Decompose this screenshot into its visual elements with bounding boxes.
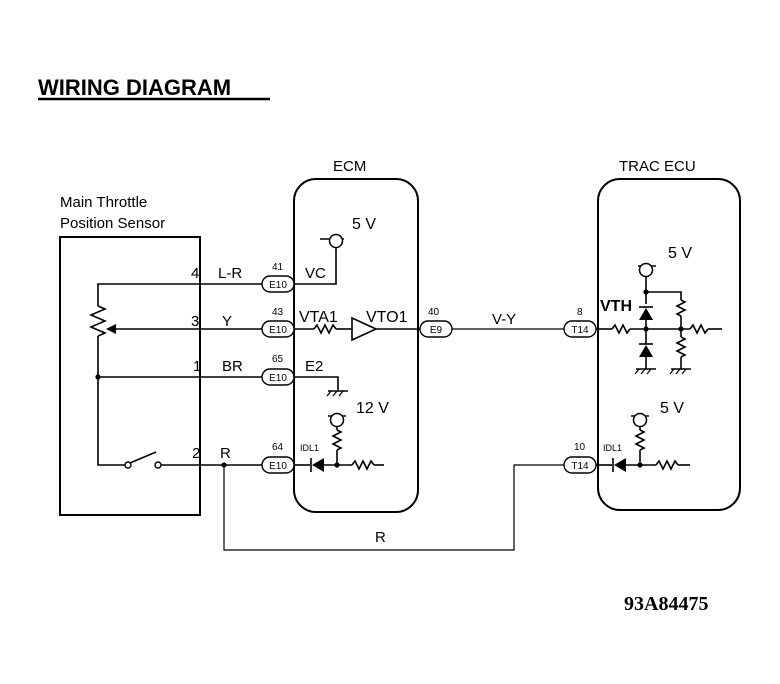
ecm-connector-40: 40 E9 (419, 307, 453, 338)
sensor-pin-number: 2 (192, 445, 200, 462)
wiper-arrow-icon (106, 324, 116, 334)
connector-pin-number: 41 (272, 262, 284, 273)
wire-color-label: BR (222, 358, 243, 375)
connector-pin-number: 43 (272, 307, 284, 318)
connector-code: T14 (571, 461, 589, 472)
ground-hatch (646, 368, 652, 375)
sensor-label-line1: Main Throttle (60, 194, 147, 211)
harness-wires (200, 283, 564, 551)
diagram-code: 93A84475 (624, 593, 708, 615)
ground-hatch (326, 390, 332, 397)
wire-r-return (223, 464, 564, 551)
clamp-diode-icon (639, 308, 653, 320)
ecm-connector-43: 43 E10 (261, 307, 295, 338)
signal-label-vc: VC (305, 265, 326, 282)
trac-connector-10: 10 T14 (563, 442, 597, 474)
ecm-connector-65: 65 E10 (261, 354, 295, 386)
ground-hatch (681, 368, 687, 375)
power-source-icon (638, 262, 654, 278)
trac-connector-8: 8 T14 (563, 307, 597, 338)
ground-hatch (332, 390, 338, 397)
trac-ecu-label: TRAC ECU (619, 158, 696, 175)
supply-voltage-label: 5 V (660, 400, 684, 417)
ground-hatch (669, 368, 675, 375)
idle-switch-lever (129, 451, 157, 464)
vc-line (294, 255, 337, 285)
ecm-label: ECM (333, 158, 366, 175)
sensor-pin-number: 3 (191, 313, 199, 330)
idl-pullup-resistor (634, 429, 646, 451)
junction-dot (95, 374, 101, 380)
signal-label-idl1: IDL1 (603, 443, 622, 453)
ground-hatch (675, 368, 681, 375)
vth-pullup-resistor (675, 299, 687, 317)
power-source-icon (632, 412, 648, 428)
link-wire-label: V-Y (492, 311, 516, 328)
supply-voltage-label: 5 V (668, 245, 692, 262)
trac-internal-circuit (596, 262, 722, 472)
idl-resistor (351, 459, 375, 471)
clamp-diode-icon (639, 345, 653, 357)
potentiometer-resistor (88, 305, 108, 337)
power-source-icon (328, 233, 344, 249)
e2-line (294, 376, 339, 390)
sensor-ground-line (97, 336, 125, 466)
sensor-pin-number: 4 (191, 265, 199, 282)
ecm-internal-circuit (294, 233, 420, 472)
connector-code: E10 (269, 461, 287, 472)
switch-contact (124, 461, 132, 469)
connector-pin-number: 65 (272, 354, 284, 365)
sensor-label-line2: Position Sensor (60, 215, 165, 232)
signal-label-idl1: IDL1 (300, 443, 319, 453)
signal-label-vto1: VTO1 (366, 309, 408, 326)
diode-icon (312, 458, 324, 472)
sensor-vc-line (97, 283, 200, 306)
wire-color-label: L-R (218, 265, 242, 282)
ground-hatch (634, 368, 640, 375)
page-title: WIRING DIAGRAM (38, 75, 231, 100)
vth-series-resistor (689, 323, 709, 335)
diode-icon (614, 458, 626, 472)
vth-pulldown-resistor (675, 336, 687, 358)
vta1-resistor (313, 323, 337, 335)
switch-contact (154, 461, 162, 469)
wire-color-label: Y (222, 313, 232, 330)
ground-hatch (640, 368, 646, 375)
idl-resistor (655, 459, 679, 471)
wire-color-label: R (220, 445, 231, 462)
buffer-amplifier-icon (351, 316, 378, 342)
vth-input-resistor (611, 323, 631, 335)
connector-code: E10 (269, 280, 287, 291)
connector-pin-number: 40 (428, 307, 440, 318)
connector-code: E10 (269, 373, 287, 384)
connector-pin-number: 8 (577, 307, 583, 318)
ecm-connector-41: 41 E10 (261, 262, 295, 293)
vth-pullup-line (646, 291, 682, 300)
connector-code: E10 (269, 325, 287, 336)
supply-voltage-label: 5 V (352, 216, 376, 233)
ecm-box (293, 178, 419, 513)
connector-code: E9 (430, 325, 443, 336)
ecm-connector-64: 64 E10 (261, 442, 295, 474)
signal-label-vth: VTH (600, 298, 632, 315)
sensor-pin-number: 1 (193, 358, 201, 375)
idl-pullup-resistor (331, 429, 343, 451)
signal-label-e2: E2 (305, 358, 323, 375)
connector-code: T14 (571, 325, 589, 336)
return-wire-label: R (375, 529, 386, 546)
connector-pin-number: 64 (272, 442, 284, 453)
signal-label-vta1: VTA1 (299, 309, 338, 326)
ground-hatch (338, 390, 344, 397)
sensor-circuit (88, 283, 200, 469)
power-source-icon (329, 412, 345, 428)
sensor-box (59, 236, 201, 516)
trac-ecu-box (597, 178, 741, 511)
supply-voltage-label: 12 V (356, 400, 389, 417)
connector-pin-number: 10 (574, 442, 586, 453)
